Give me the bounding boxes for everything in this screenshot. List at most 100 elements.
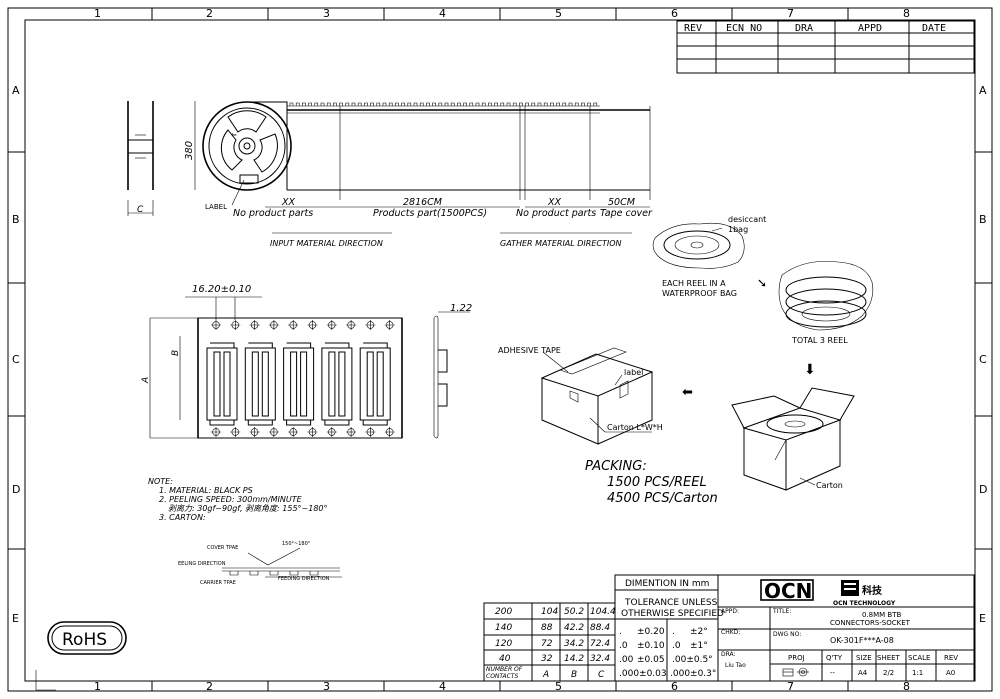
dim-table-cell: 32.4 bbox=[590, 654, 610, 664]
note-1: 1. MATERIAL: BLACK PS bbox=[159, 486, 253, 495]
row-label: E bbox=[12, 612, 19, 625]
component-pocket bbox=[321, 342, 353, 426]
seg-xx-right: XX bbox=[547, 197, 562, 208]
col-label: 3 bbox=[323, 680, 330, 693]
logo-box bbox=[760, 579, 814, 601]
component-pocket bbox=[359, 342, 391, 426]
dim-table-cell: 88.4 bbox=[590, 623, 610, 633]
proj-label: PROJ bbox=[788, 654, 805, 662]
down-arrow-icon: ⬇ bbox=[804, 362, 816, 378]
revision-table: REV ECN NO DRA APPD DATE bbox=[676, 20, 975, 74]
tol-r4-a: .000±0.03 bbox=[619, 669, 667, 679]
component-pockets bbox=[206, 342, 391, 426]
reel-front-view: 380 ⇐ LABEL XX 2816CM XX 50CM No bbox=[184, 101, 653, 248]
dim-table-header: C bbox=[598, 670, 605, 680]
tol-r2-b: ±0.10 bbox=[637, 641, 665, 651]
bag-text-line2: WATERPROOF BAG bbox=[662, 289, 737, 298]
dir-input: INPUT MATERIAL DIRECTION bbox=[270, 239, 383, 248]
col-label: 1 bbox=[94, 7, 101, 20]
col-label: 6 bbox=[671, 680, 678, 693]
sprocket-crosshair bbox=[307, 427, 318, 437]
appd-label: APPD: bbox=[721, 608, 739, 615]
grid-labels: 1 2 3 4 5 6 7 8 1 2 3 4 5 6 7 8 A B C D … bbox=[12, 7, 987, 693]
dim-table-cell: 88 bbox=[541, 623, 553, 633]
cover-tape-label: COVER TPAE bbox=[207, 545, 238, 551]
sprocket-crosshair bbox=[346, 320, 357, 330]
part-tape-cover: Tape cover bbox=[600, 208, 653, 219]
pcs-reel: 1500 PCS/REEL bbox=[607, 475, 707, 490]
dra-name: Liu Tao bbox=[725, 662, 746, 669]
col-label: 5 bbox=[555, 7, 562, 20]
sprocket-crosshair bbox=[288, 320, 299, 330]
projection-symbol-icon bbox=[782, 667, 809, 677]
col-label: 2 bbox=[206, 7, 213, 20]
col-label: 5 bbox=[555, 680, 562, 693]
dim-table-header-contacts: NUMBER OF bbox=[486, 666, 523, 673]
dir-gather: GATHER MATERIAL DIRECTION bbox=[500, 239, 622, 248]
component-pocket bbox=[283, 342, 315, 426]
note-3: 3. CARTON: bbox=[159, 513, 206, 522]
sprocket-crosshair bbox=[288, 427, 299, 437]
tol-line1: TOLERANCE UNLESS bbox=[624, 598, 718, 608]
feeding-label: FEEDING DIRECTION bbox=[278, 576, 330, 582]
sprocket-crosshair bbox=[326, 320, 337, 330]
title-line2: CONNECTORS-SOCKET bbox=[830, 619, 911, 627]
dim-122: 1.22 bbox=[450, 303, 472, 314]
sprocket-crosshair bbox=[384, 320, 395, 330]
title-line1: 0.8MM BTB bbox=[862, 611, 902, 619]
row-label: D bbox=[979, 483, 987, 496]
scale-label: SCALE bbox=[908, 654, 930, 662]
tol-r1-a: . bbox=[619, 627, 622, 637]
tape-pockets bbox=[289, 102, 598, 106]
seg-xx-left: XX bbox=[281, 197, 296, 208]
sprocket-crosshair bbox=[268, 427, 279, 437]
sprocket-crosshair bbox=[365, 320, 376, 330]
title-block: OCN 科技 OCN TECHNOLOGY APPD: TITLE: CHKD:… bbox=[717, 574, 975, 682]
adhesive-label: ADHESIVE TAPE bbox=[498, 346, 561, 355]
peeling-diagram: COVER TPAE 150°~180° EELING DIRECTION CA… bbox=[178, 541, 342, 586]
component-pocket bbox=[244, 342, 276, 426]
peeling-label: EELING DIRECTION bbox=[178, 561, 226, 567]
tol-r1-b: ±0.20 bbox=[637, 627, 665, 637]
sprocket-crosshair bbox=[249, 427, 260, 437]
note-2b: 剥离力: 30gf~90gf, 剥离角度: 155°~180° bbox=[168, 504, 328, 513]
tol-r2-d: ±1° bbox=[690, 641, 708, 651]
sprocket-crosshair bbox=[230, 427, 241, 437]
company-name: OCN TECHNOLOGY bbox=[833, 600, 896, 607]
notes: NOTE: 1. MATERIAL: BLACK PS 2. PEELING S… bbox=[148, 477, 328, 522]
reel-label: LABEL bbox=[205, 203, 227, 211]
sheet-value: 2/2 bbox=[883, 669, 894, 677]
col-label: 1 bbox=[94, 680, 101, 693]
rev-header: REV bbox=[684, 23, 702, 34]
part-products: Products part(1500PCS) bbox=[373, 208, 487, 219]
dim-table-cell: 14.2 bbox=[564, 654, 584, 664]
col-label: 8 bbox=[903, 7, 910, 20]
note-title: NOTE: bbox=[148, 477, 173, 486]
dra-header: DRA bbox=[795, 23, 813, 34]
col-label: 8 bbox=[903, 680, 910, 693]
chkd-label: CHKD: bbox=[721, 629, 740, 636]
dim-c: C bbox=[137, 205, 144, 215]
pcs-carton: 4500 PCS/Carton bbox=[607, 491, 718, 506]
arrow-icon: ➘ bbox=[757, 276, 767, 290]
sprocket-crosshair bbox=[211, 427, 221, 437]
title-label: TITLE: bbox=[772, 608, 791, 615]
row-label: D bbox=[12, 483, 20, 496]
tape-plan-view: 16.20±0.10 A B bbox=[141, 284, 403, 439]
row-label: C bbox=[979, 353, 987, 366]
dimention-label: DIMENTION IN mm bbox=[625, 579, 709, 589]
desiccant-line1: desiccant bbox=[728, 215, 766, 224]
tol-r3-c: .00±0.5° bbox=[672, 655, 713, 665]
tol-line2: OTHERWISE SPECIFIED bbox=[621, 609, 724, 619]
carton-open-label: Carton bbox=[816, 481, 843, 490]
dim-table-cell: 40 bbox=[499, 654, 511, 664]
packing-title: PACKING: bbox=[585, 459, 647, 474]
desiccant-line2: 1bag bbox=[728, 225, 748, 234]
left-arrow-icon: ⬅ bbox=[682, 385, 693, 400]
col-label: 7 bbox=[787, 7, 794, 20]
sprocket-crosshair bbox=[384, 427, 395, 437]
tol-r1-c: . bbox=[672, 627, 675, 637]
carrier-tape-label: CARRIER TPAE bbox=[200, 580, 236, 586]
dwg-number: OK-301F***A-08 bbox=[830, 636, 894, 645]
